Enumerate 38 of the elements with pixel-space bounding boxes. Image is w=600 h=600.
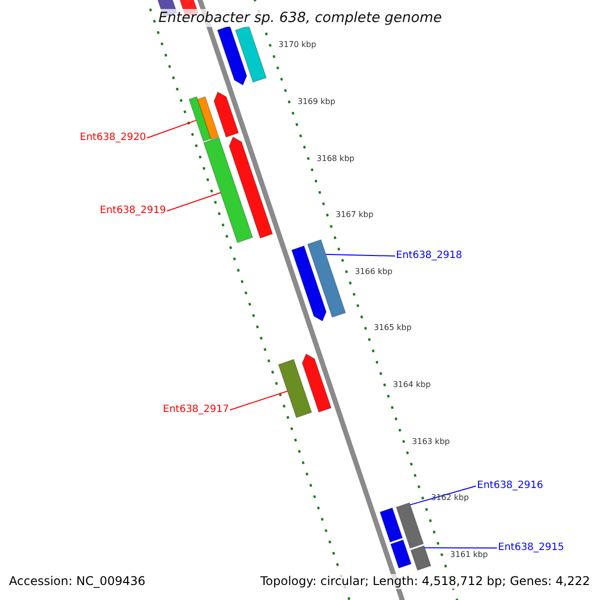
gene-bar	[396, 502, 424, 549]
gene-bar	[307, 239, 346, 318]
gene-bar	[390, 539, 412, 569]
gene-label: Ent638_2920	[80, 132, 146, 144]
gene-block	[214, 91, 239, 138]
tick-label: 3163 kbp	[412, 436, 450, 447]
leader-line	[166, 192, 222, 212]
gene-label: Ent638_2917	[162, 404, 229, 416]
gene-bar	[235, 25, 267, 83]
gene-bar	[197, 96, 220, 140]
leader-line	[230, 390, 288, 410]
gene-bar	[188, 96, 212, 142]
gene-label: Ent638_2918	[396, 250, 462, 262]
footer-text: Accession: NC_009436	[9, 574, 146, 589]
tick-label: 3167 kbp	[336, 210, 374, 220]
gene-block	[228, 136, 273, 239]
gene-bar	[203, 136, 254, 244]
gene-label: Ent638_2916	[477, 480, 544, 492]
tick-label: 3164 kbp	[392, 380, 431, 390]
tick-label: 3168 kbp	[316, 154, 354, 164]
gene-block	[291, 245, 327, 322]
tick-label: 3165 kbp	[374, 323, 412, 334]
title: Enterobacter sp. 638, complete genome	[158, 9, 442, 27]
gene-label: Ent638_2915	[498, 542, 564, 554]
leader-line	[146, 120, 197, 138]
footer-text: Topology: circular; Length: 4,518,712 bp; Genes: 4,222	[260, 574, 590, 589]
tick-label: 3162 kbp	[431, 493, 469, 504]
tick-label: 3170 kbp	[278, 40, 316, 50]
gene-bar	[380, 507, 403, 543]
gene-label: Ent638_2919	[100, 205, 166, 217]
gene-block	[217, 25, 248, 86]
leader-line	[410, 486, 476, 506]
tick-label: 3166 kbp	[354, 266, 393, 277]
gene-block	[302, 353, 332, 413]
tick-label: 3161 kbp	[450, 550, 488, 560]
gene-bar	[278, 358, 312, 418]
tick-label: 3169 kbp	[298, 97, 336, 107]
gene-bar	[410, 545, 432, 571]
